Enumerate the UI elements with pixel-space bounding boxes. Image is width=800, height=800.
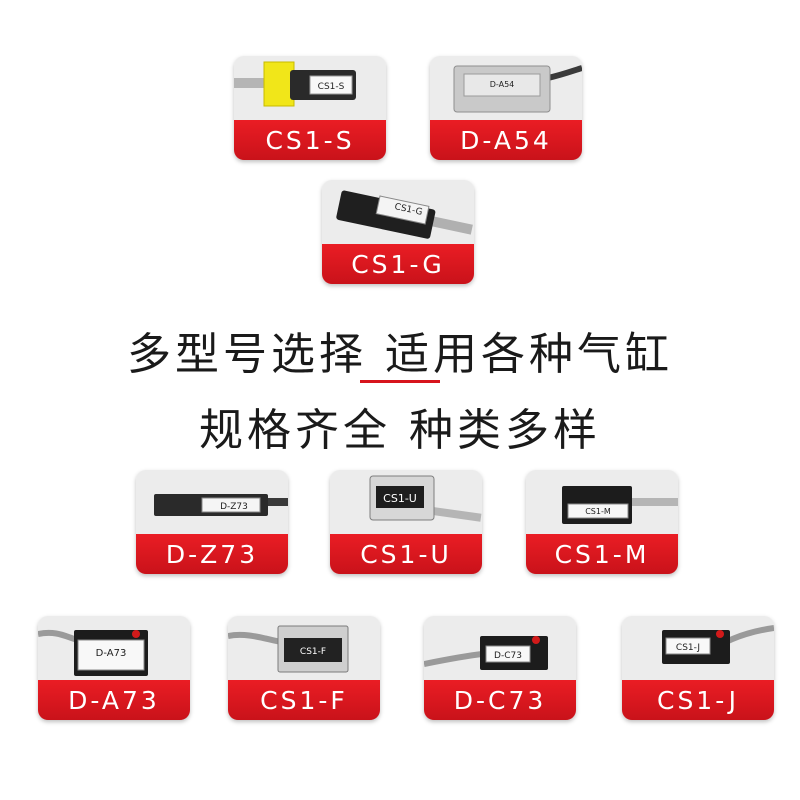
product-card-cs1-m: CS1-M CS1-M [526,470,678,574]
product-card-cs1-g: CS1-G CS1-G [322,180,474,284]
model-label-band: D-A73 [38,680,190,720]
sensor-photo: D-C73 [424,616,576,680]
product-card-cs1-f: CS1-F CS1-F [228,616,380,720]
model-label: CS1-G [351,249,445,279]
sensor-sticker-text: CS1-U [383,492,417,505]
product-card-cs1-j: CS1-J CS1-J [622,616,774,720]
model-label: CS1-S [265,125,355,155]
model-label: CS1-M [554,539,650,569]
headline-divider [360,380,440,383]
model-label-band: CS1-S [234,120,386,160]
sensor-sticker-text: D-A54 [490,80,515,89]
model-label-band: CS1-M [526,534,678,574]
sensor-sticker-text: CS1-M [585,507,611,516]
sensor-sticker-text: D-Z73 [220,502,248,512]
headline-line-1: 多型号选择 适用各种气缸 [127,329,673,380]
model-label-band: CS1-G [322,244,474,284]
product-card-d-a54: D-A54 D-A54 [430,56,582,160]
model-label-band: D-A54 [430,120,582,160]
model-label-band: D-Z73 [136,534,288,574]
model-label: D-Z73 [165,539,259,569]
sensor-sticker-text: D-A73 [96,648,127,659]
sensor-photo: D-A73 [38,616,190,680]
sensor-photo: CS1-S [234,56,386,120]
model-label: D-A54 [460,125,552,155]
sensor-photo: CS1-M [526,470,678,534]
sensor-photo: D-A54 [430,56,582,120]
product-card-cs1-u: CS1-U CS1-U [330,470,482,574]
product-card-d-z73: D-Z73 D-Z73 [136,470,288,574]
sensor-sticker-text: CS1-S [318,82,345,92]
product-card-d-a73: D-A73 D-A73 [38,616,190,720]
model-label: D-C73 [453,685,547,715]
sensor-photo: CS1-J [622,616,774,680]
headline-line-2: 规格齐全 种类多样 [199,405,601,456]
sensor-photo: CS1-F [228,616,380,680]
sensor-sticker-text: CS1-F [300,647,326,657]
model-label: CS1-F [260,685,348,715]
model-label: D-A73 [68,685,160,715]
model-label-band: CS1-U [330,534,482,574]
model-label-band: CS1-F [228,680,380,720]
sensor-sticker-text: D-C73 [494,651,522,661]
sensor-photo: CS1-U [330,470,482,534]
product-card-cs1-s: CS1-S CS1-S [234,56,386,160]
sensor-photo: CS1-G [322,180,474,244]
model-label: CS1-J [656,685,740,715]
sensor-photo: D-Z73 [136,470,288,534]
product-card-d-c73: D-C73 D-C73 [424,616,576,720]
model-label-band: D-C73 [424,680,576,720]
model-label-band: CS1-J [622,680,774,720]
sensor-sticker-text: CS1-J [676,643,700,653]
model-label: CS1-U [360,539,452,569]
